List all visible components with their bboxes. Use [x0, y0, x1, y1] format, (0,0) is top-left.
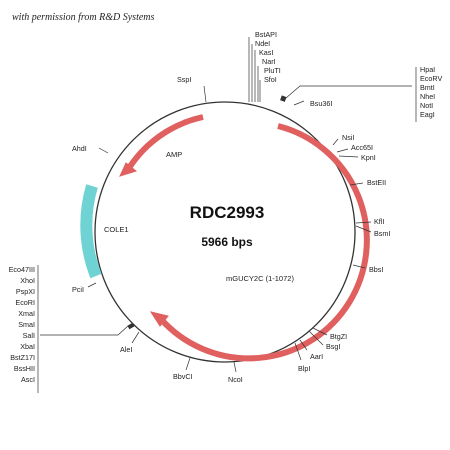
amp-label: AMP — [166, 150, 182, 159]
credit-text: with permission from R&D Systems — [12, 12, 155, 23]
site-label: EcoRV — [420, 74, 442, 83]
site-label: SfoI — [264, 75, 277, 84]
site-label: XbaI — [20, 342, 35, 351]
site-label: AleI — [120, 345, 132, 354]
site-label: NsiI — [342, 133, 354, 142]
site-label: BssHII — [14, 364, 35, 373]
site-label: PluTI — [264, 66, 281, 75]
single-sites: SspI Bsu36I AhdI NsiI Acc65I KpnI BstEII… — [72, 75, 390, 384]
site-label: SspI — [177, 75, 191, 84]
insert-arrow — [157, 123, 370, 362]
site-label: AhdI — [72, 144, 87, 153]
plasmid-size: 5966 bps — [201, 235, 253, 249]
site-label: BlpI — [298, 364, 310, 373]
site-label: BstAPI — [255, 30, 277, 39]
site-label: KflI — [374, 217, 384, 226]
site-label: XmaI — [18, 309, 35, 318]
site-label: SalI — [23, 331, 35, 340]
site-label: BbvCI — [173, 372, 193, 381]
site-label: NarI — [262, 57, 276, 66]
site-label: EcoRI — [15, 298, 35, 307]
site-label: AscI — [21, 375, 35, 384]
site-label: BtgZI — [330, 332, 347, 341]
site-label: BmtI — [420, 83, 435, 92]
site-label: XhoI — [20, 276, 35, 285]
site-label: Bsu36I — [310, 99, 332, 108]
left-site-cluster: Eco47III XhoI PspXI EcoRI XmaI SmaI SalI… — [9, 265, 135, 393]
cole1-block — [80, 184, 102, 279]
site-label: EagI — [420, 110, 435, 119]
insert-label: mGUCY2C (1-1072) — [226, 274, 294, 283]
site-label: PciI — [72, 285, 84, 294]
amp-arrow — [126, 114, 204, 170]
site-label: HpaI — [420, 65, 435, 74]
site-label: BsmI — [374, 229, 390, 238]
insert-arrow-head — [149, 311, 169, 327]
site-label: NotI — [420, 101, 433, 110]
site-label: AarI — [310, 352, 323, 361]
site-label: PspXI — [16, 287, 35, 296]
site-label: NdeI — [255, 39, 270, 48]
site-label: KpnI — [361, 153, 376, 162]
site-label: BstZ17I — [10, 353, 35, 362]
plasmid-name: RDC2993 — [190, 203, 265, 222]
site-label: NcoI — [228, 375, 243, 384]
site-label: Acc65I — [351, 143, 373, 152]
backbone-circle — [94, 101, 356, 363]
amp-arrow-head — [119, 162, 138, 177]
site-label: SmaI — [18, 320, 35, 329]
site-label: BstEII — [367, 178, 386, 187]
site-label: BsgI — [326, 342, 340, 351]
site-label: NheI — [420, 92, 435, 101]
right-site-cluster: HpaI EcoRV BmtI NheI NotI EagI — [280, 65, 442, 122]
cole1-label: COLE1 — [104, 225, 129, 234]
site-label: Eco47III — [9, 265, 35, 274]
site-label: BbsI — [369, 265, 383, 274]
top-site-cluster: BstAPI NdeI KasI NarI PluTI SfoI — [248, 30, 281, 102]
site-label: KasI — [259, 48, 273, 57]
